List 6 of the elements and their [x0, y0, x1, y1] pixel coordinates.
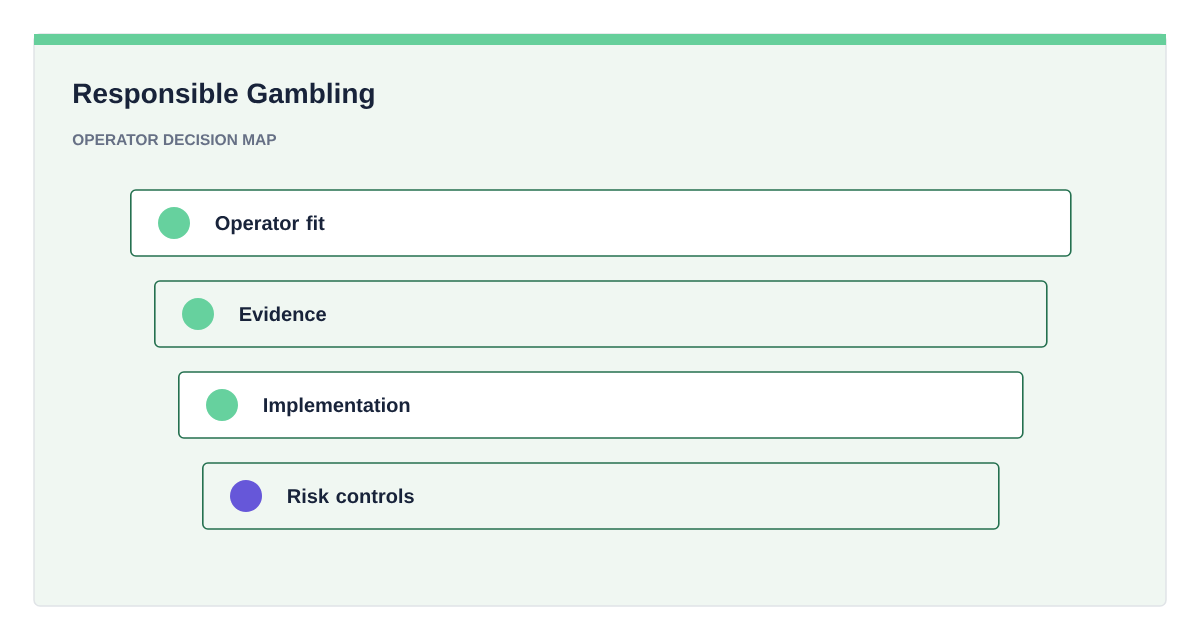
step-box: Implementation [178, 371, 1024, 439]
step-box: Risk controls [202, 462, 1000, 530]
title: Responsible Gambling [74, 82, 374, 109]
subtitle: OPERATOR DECISION MAP [72, 134, 277, 146]
step-box: Operator fit [130, 189, 1072, 257]
step-box: Evidence [154, 280, 1048, 348]
